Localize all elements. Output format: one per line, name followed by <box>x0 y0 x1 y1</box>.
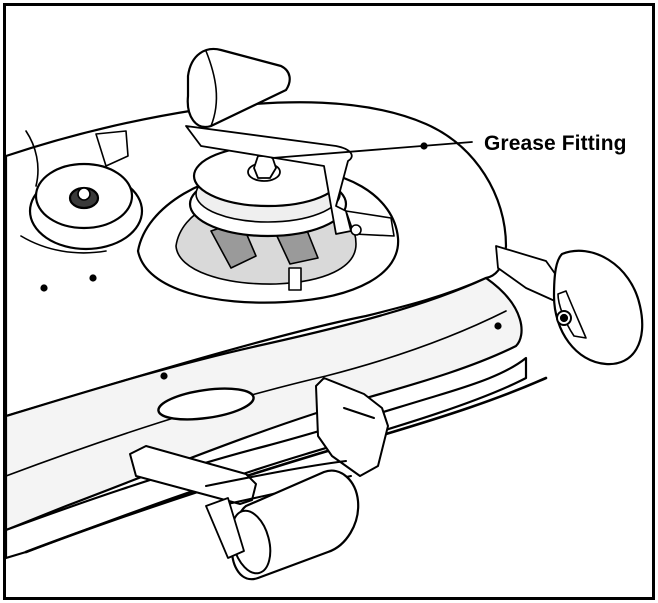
deck-hole <box>494 322 502 330</box>
rear-gauge-wheel <box>186 47 291 129</box>
deck-oval-opening <box>157 387 255 421</box>
bumper-bracket-slot <box>343 407 375 419</box>
left-belt-guard-edge <box>20 130 107 254</box>
bumper-bracket-arm <box>129 445 257 505</box>
front-wheel-rim <box>557 290 587 339</box>
spindle-bolt <box>288 267 302 291</box>
guard-bracket-bolt <box>350 224 362 236</box>
mower-deck-illustration <box>6 47 644 581</box>
bumper-bracket <box>315 377 389 477</box>
rear-gauge-wheel-edge <box>205 50 218 127</box>
grease-fitting-leader <box>271 141 473 159</box>
left-pulley-nut <box>77 187 91 201</box>
deck-rim-lower-edge <box>6 310 507 477</box>
illustration-frame: Grease Fitting <box>3 3 655 600</box>
belt-guard <box>185 125 353 235</box>
grease-fitting-nut <box>253 155 277 179</box>
deck-hole <box>89 274 97 282</box>
roller-bracket-left <box>205 497 245 559</box>
deck-hole <box>160 372 168 380</box>
left-idler-bracket <box>95 130 129 167</box>
front-wheel-axle <box>559 313 569 323</box>
deck-hole <box>40 284 48 292</box>
grease-fitting-callout: Grease Fitting <box>484 132 627 155</box>
